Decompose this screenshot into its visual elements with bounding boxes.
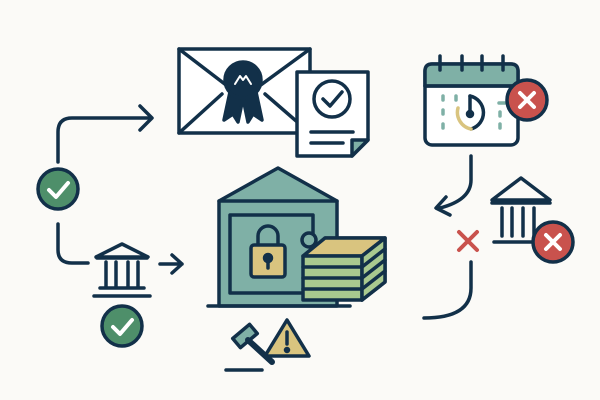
check-circle-icon <box>100 304 144 348</box>
gavel-icon <box>224 322 275 372</box>
bank-icon <box>92 242 152 298</box>
cash-stack-icon <box>301 236 387 302</box>
padlock-icon <box>249 224 287 279</box>
check-circle-icon <box>36 167 80 211</box>
flow-line-bottom <box>422 260 473 320</box>
calendar-deadline-icon <box>423 54 520 147</box>
flow-arrow-bottom <box>56 222 184 275</box>
error-circle-icon <box>531 220 575 264</box>
approved-document-icon <box>295 70 370 158</box>
flow-arrow-curved <box>434 154 473 217</box>
x-mark-icon <box>457 230 479 252</box>
warning-icon <box>263 318 311 358</box>
error-circle-icon <box>505 78 549 122</box>
sealed-envelope-icon <box>177 47 312 135</box>
flow-arrow-top <box>56 104 154 164</box>
